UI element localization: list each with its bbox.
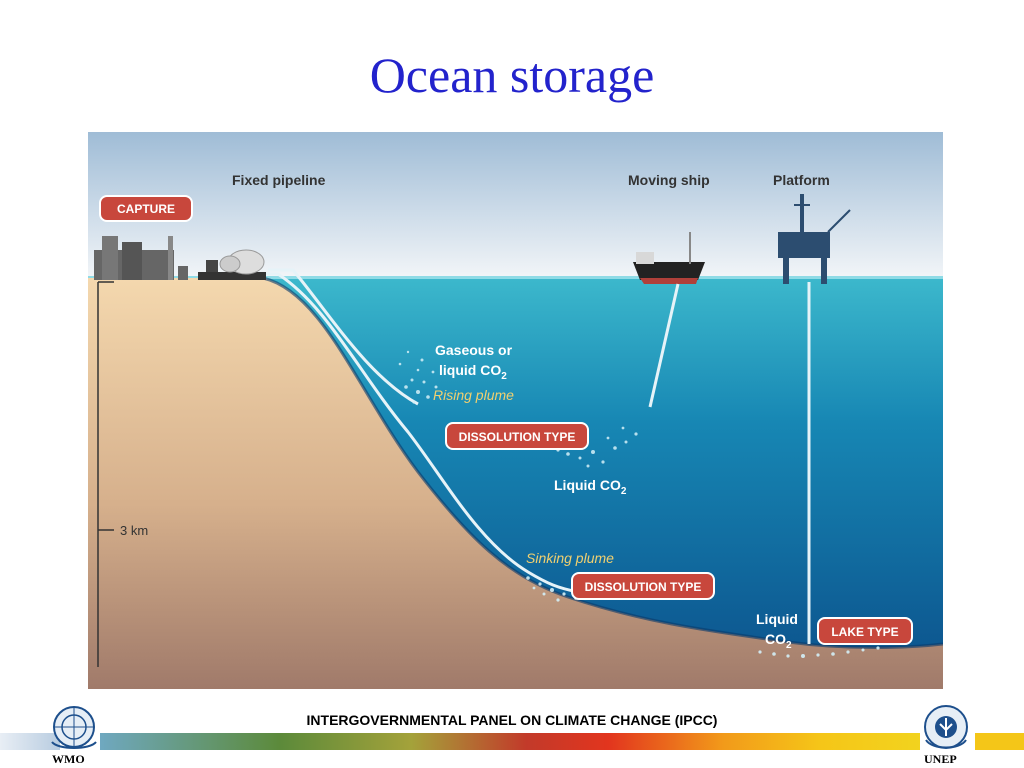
header-moving-ship: Moving ship bbox=[628, 172, 710, 188]
liquid-co2-mid-label: Liquid CO2 bbox=[554, 477, 627, 497]
unep-logo bbox=[918, 702, 974, 752]
gaseous-label-line1: Gaseous or bbox=[435, 342, 513, 358]
header-fixed-pipeline: Fixed pipeline bbox=[232, 172, 326, 188]
capture-badge-label: CAPTURE bbox=[117, 202, 175, 216]
wmo-logo bbox=[46, 702, 102, 752]
dissolution-badge-2-label: DISSOLUTION TYPE bbox=[585, 580, 702, 594]
fixed-pipeline-deep bbox=[266, 272, 579, 594]
color-strip bbox=[0, 733, 60, 750]
sinking-plume-label: Sinking plume bbox=[526, 550, 614, 566]
seabed-edge bbox=[262, 276, 943, 649]
lake-badge-label: LAKE TYPE bbox=[831, 625, 898, 639]
capture-badge: CAPTURE bbox=[99, 195, 193, 222]
dissolution-badge-1-label: DISSOLUTION TYPE bbox=[459, 430, 576, 444]
gaseous-label-line2: liquid CO2 bbox=[439, 362, 507, 382]
liquid-lake-label-line1: Liquid bbox=[756, 611, 798, 627]
header-platform: Platform bbox=[773, 172, 830, 188]
lake-badge: LAKE TYPE bbox=[817, 617, 913, 645]
slide-title: Ocean storage bbox=[369, 47, 655, 103]
rising-plume-label: Rising plume bbox=[433, 387, 514, 403]
seabed bbox=[88, 278, 943, 689]
color-strip-right bbox=[975, 733, 1024, 750]
depth-label: 3 km bbox=[120, 523, 148, 538]
ship-icon bbox=[633, 232, 705, 284]
dissolution-badge-1: DISSOLUTION TYPE bbox=[445, 422, 589, 450]
color-strip-main bbox=[100, 733, 920, 750]
wmo-logo-label: WMO bbox=[52, 752, 85, 766]
liquid-lake-label-line2: CO2 bbox=[765, 631, 792, 651]
rising-plume-bubbles bbox=[398, 350, 438, 404]
platform-icon bbox=[778, 194, 851, 284]
ocean-surface bbox=[88, 276, 943, 279]
ocean-storage-diagram: Fixed pipeline Moving ship Platform CAPT… bbox=[88, 132, 943, 689]
unep-logo-label: UNEP bbox=[924, 752, 957, 766]
depth-scale bbox=[97, 281, 114, 667]
ship-pipe bbox=[648, 283, 680, 408]
fixed-pipeline bbox=[268, 268, 419, 406]
footer-ipcc: INTERGOVERNMENTAL PANEL ON CLIMATE CHANG… bbox=[306, 712, 718, 728]
power-plant-icon bbox=[94, 236, 188, 280]
dissolution-badge-2: DISSOLUTION TYPE bbox=[571, 572, 715, 600]
lake-bubbles bbox=[758, 646, 880, 658]
storage-tank-icon bbox=[198, 249, 266, 280]
